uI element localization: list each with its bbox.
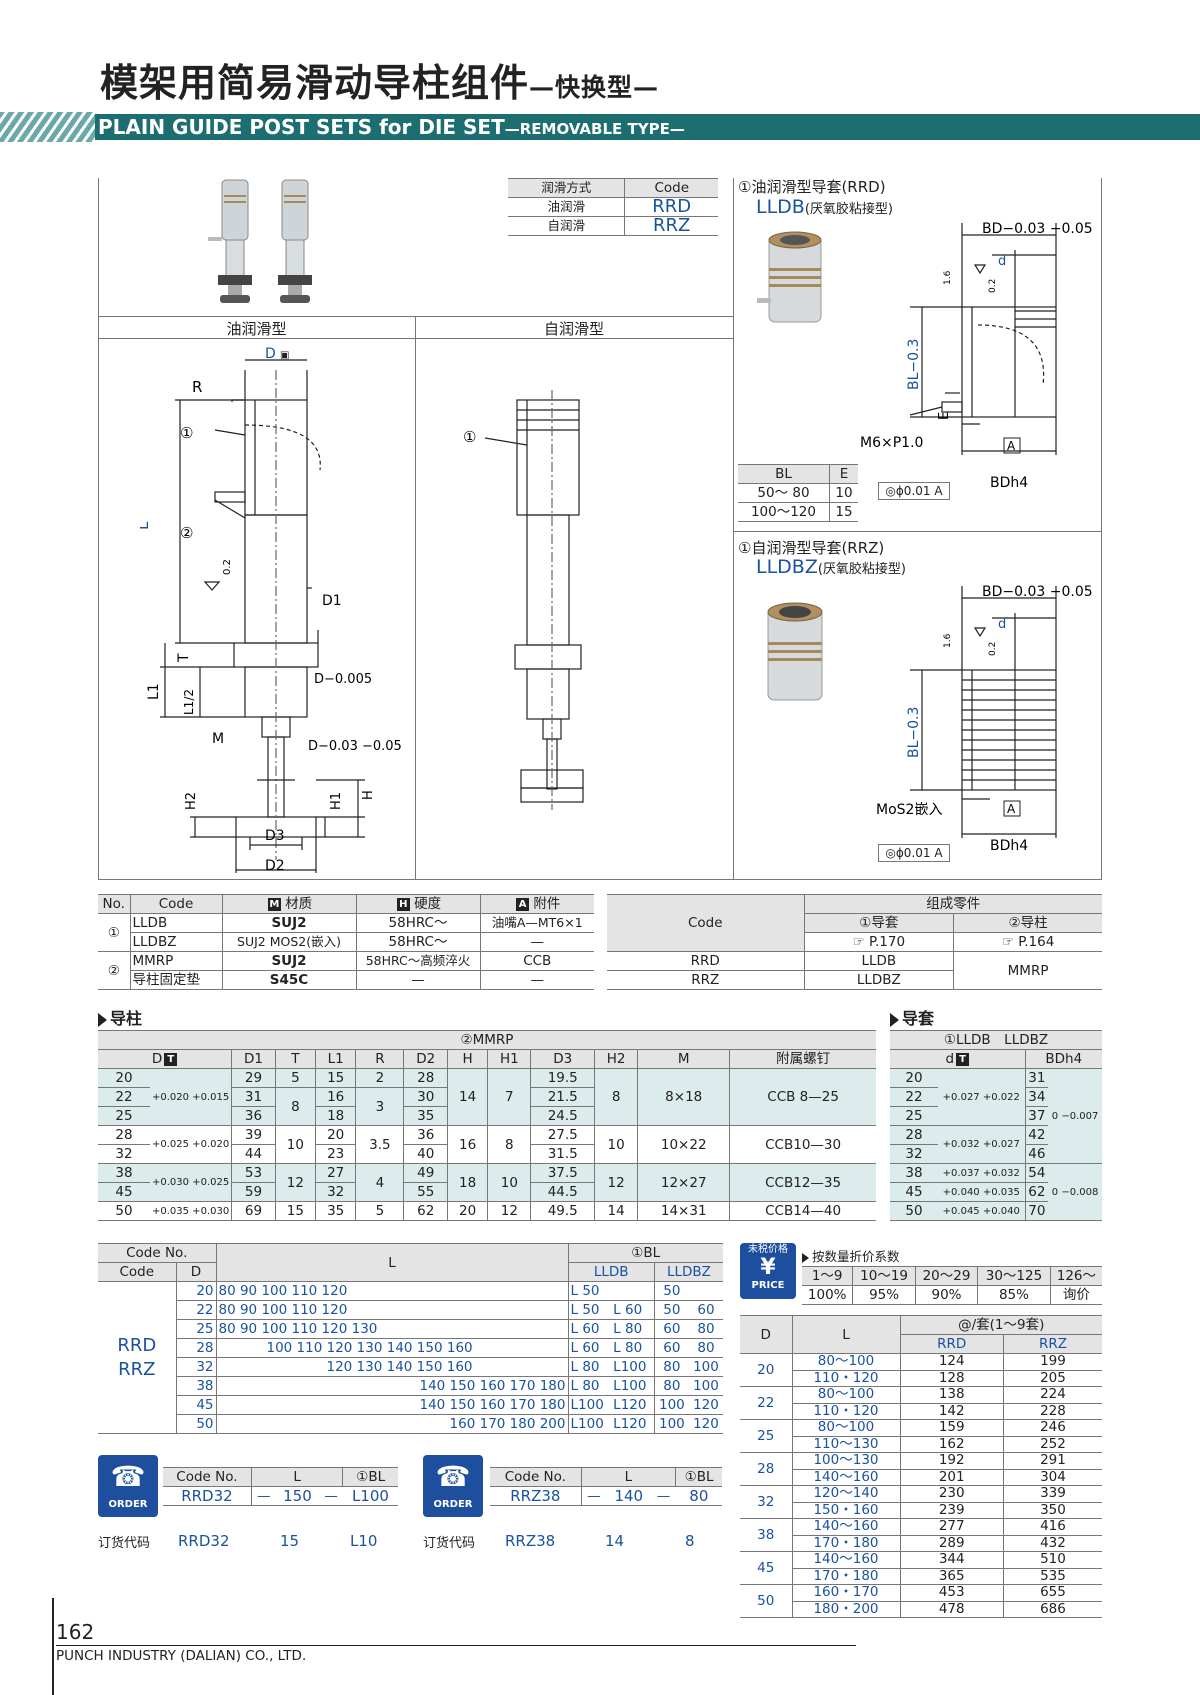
- page-number: 162: [56, 1620, 95, 1644]
- svg-text:H: H: [361, 790, 376, 800]
- discount-label: 按数量折价系数: [802, 1246, 900, 1265]
- svg-text:MoS2嵌入: MoS2嵌入: [876, 802, 942, 818]
- svg-text:R: R: [192, 378, 202, 396]
- bush-rrz-title: ①自润滑型导套(RRZ): [738, 539, 885, 557]
- svg-text:H1: H1: [329, 792, 344, 810]
- bush-rrz-code: LLDBZ(厌氧胶粘接型): [756, 556, 907, 578]
- bush-section-label: 导套: [890, 1005, 934, 1029]
- coaxiality-rrd: ◎ϕ0.01 A: [878, 482, 950, 500]
- svg-text:D2: D2: [265, 858, 285, 874]
- svg-text:M: M: [212, 731, 224, 747]
- svg-text:0.2: 0.2: [988, 642, 998, 656]
- svg-text:D: D: [265, 346, 276, 362]
- view-label-self: 自润滑型: [543, 320, 604, 338]
- svg-text:BL−0.3: BL−0.3: [906, 339, 922, 390]
- svg-text:H2: H2: [184, 792, 199, 810]
- order-code-1: 订货代码 RRD32 15 L10: [98, 1532, 378, 1551]
- svg-text:D3: D3: [265, 828, 285, 844]
- svg-text:D−0.03 −0.05: D−0.03 −0.05: [308, 739, 402, 754]
- bush-rrd-photo: [757, 231, 822, 323]
- company-name: PUNCH INDUSTRY (DALIAN) CO., LTD.: [56, 1648, 307, 1664]
- order-code-2: 订货代码 RRZ38 14 8: [423, 1532, 695, 1551]
- drawing-frame: [98, 178, 1102, 880]
- svg-text:BDh4: BDh4: [990, 475, 1028, 491]
- svg-text:BL−0.3: BL−0.3: [906, 707, 922, 758]
- footer-rule: [52, 1598, 54, 1695]
- bush-rrd-drawing: BD−0.03 −0.05 d 1.6 0.2 BL−0.3 E M6×P1.0…: [860, 221, 1093, 491]
- page-title-en: PLAIN GUIDE POST SETS for DIE SET—REMOVA…: [98, 115, 685, 139]
- svg-text:d: d: [998, 254, 1006, 269]
- svg-text:BD−0.03 −0.05: BD−0.03 −0.05: [982, 221, 1093, 237]
- svg-text:BD−0.03 −0.05: BD−0.03 −0.05: [982, 584, 1093, 600]
- order-icon: ☎ORDER: [98, 1455, 158, 1517]
- order-icon: ☎ORDER: [423, 1455, 483, 1517]
- post-section-label: 导柱: [98, 1005, 142, 1029]
- svg-text:0.2: 0.2: [222, 559, 233, 575]
- svg-text:T: T: [176, 653, 192, 663]
- svg-text:1.6: 1.6: [943, 633, 953, 648]
- svg-text:D1: D1: [322, 593, 342, 609]
- svg-text:1.6: 1.6: [943, 270, 953, 285]
- product-photo: [208, 179, 312, 303]
- svg-text:d: d: [998, 617, 1006, 632]
- page-title: 模架用简易滑动导柱组件—快换型—: [100, 61, 660, 105]
- banner-stripes: [0, 112, 95, 142]
- bush-rrz-photo: [767, 602, 823, 701]
- svg-text:①: ①: [463, 428, 476, 446]
- svg-text:D−0.005: D−0.005: [314, 672, 372, 687]
- bush-rrz-drawing: BD−0.03 −0.05 d 1.6 0.2 BL−0.3 MoS2嵌入 A …: [876, 584, 1093, 854]
- view-label-oil: 油润滑型: [226, 320, 287, 338]
- svg-text:BDh4: BDh4: [990, 838, 1028, 854]
- title-banner: [0, 114, 1200, 140]
- oil-type-drawing: D ▣ R ① ② L D1 T D−0.005 L1 L1/2 M D−0.03…: [140, 346, 402, 874]
- svg-text:A: A: [1007, 802, 1016, 816]
- bush-rrd-code: LLDB(厌氧胶粘接型): [756, 196, 893, 218]
- coaxiality-rrz: ◎ϕ0.01 A: [878, 844, 950, 862]
- bush-rrd-title: ①油润滑型导套(RRD): [738, 178, 886, 196]
- self-type-drawing: ①: [463, 390, 584, 810]
- svg-text:▣: ▣: [280, 350, 289, 361]
- price-icon: 未税价格 ¥ PRICE: [740, 1243, 796, 1299]
- svg-text:②: ②: [180, 524, 193, 542]
- svg-text:A: A: [1007, 439, 1016, 453]
- svg-text:0.2: 0.2: [988, 279, 998, 293]
- svg-text:M6×P1.0: M6×P1.0: [860, 435, 923, 451]
- svg-text:L: L: [140, 521, 152, 530]
- svg-text:L1/2: L1/2: [182, 689, 196, 715]
- svg-text:L1: L1: [146, 683, 162, 700]
- svg-text:①: ①: [180, 424, 193, 442]
- svg-text:E: E: [937, 412, 952, 420]
